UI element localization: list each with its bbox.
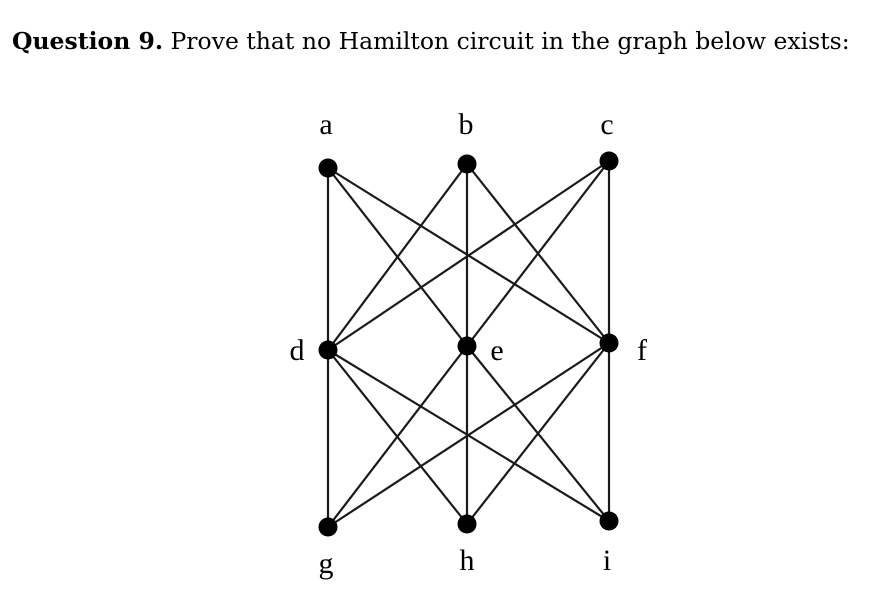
vertex-d xyxy=(318,340,338,360)
vertex-label-h: h xyxy=(460,544,475,577)
edge-e-g xyxy=(326,344,469,529)
vertex-e xyxy=(457,336,477,356)
vertex-i xyxy=(599,511,619,531)
vertex-label-i: i xyxy=(603,544,611,577)
vertex-h xyxy=(457,514,477,534)
vertex-label-g: g xyxy=(319,547,334,580)
vertex-label-c: c xyxy=(600,108,613,141)
question-heading: Question 9. Prove that no Hamilton circu… xyxy=(12,27,850,55)
question-text: Prove that no Hamilton circuit in the gr… xyxy=(170,27,850,55)
vertex-label-a: a xyxy=(319,108,332,141)
edge-c-e xyxy=(465,159,611,348)
graph-nodes xyxy=(318,151,619,537)
edge-f-g xyxy=(326,341,611,529)
vertex-f xyxy=(599,333,619,353)
edge-f-h xyxy=(465,341,611,526)
graph-labels: a b c d e f g h i xyxy=(290,108,648,580)
vertex-g xyxy=(318,517,338,537)
graph-edges xyxy=(326,159,611,529)
edge-b-d xyxy=(326,162,469,352)
vertex-label-f: f xyxy=(637,334,647,367)
vertex-a xyxy=(318,158,338,178)
vertex-b xyxy=(457,154,477,174)
vertex-label-d: d xyxy=(290,334,305,367)
vertex-c xyxy=(599,151,619,171)
vertex-label-e: e xyxy=(490,334,503,367)
edge-c-d xyxy=(326,159,611,352)
vertex-label-b: b xyxy=(459,108,474,141)
question-number: Question 9. xyxy=(12,27,163,55)
